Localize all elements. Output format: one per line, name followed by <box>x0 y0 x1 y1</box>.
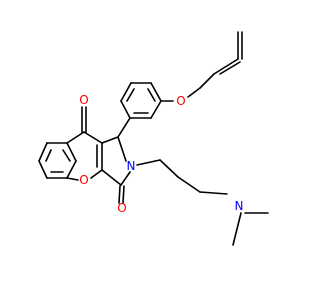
molecule-canvas: O O O O N N <box>38 31 269 246</box>
molecule-structure: O O O O N N <box>38 31 269 246</box>
allyloxy-chain <box>160 31 243 102</box>
ring-oxygen-label: O <box>79 173 88 187</box>
ether-oxygen-label: O <box>176 94 185 108</box>
lactam-nitrogen-label: N <box>127 159 136 173</box>
benzo-ring <box>38 142 77 179</box>
dimethylaminopropyl-chain <box>136 159 269 246</box>
lactam-oxygen-label: O <box>117 201 126 215</box>
aryl-ring <box>117 82 162 138</box>
amine-nitrogen-label: N <box>235 199 244 213</box>
ketone-oxygen-label: O <box>79 93 88 107</box>
pyrrolidinone-ring <box>101 136 131 204</box>
pyranone-ring <box>66 106 103 181</box>
